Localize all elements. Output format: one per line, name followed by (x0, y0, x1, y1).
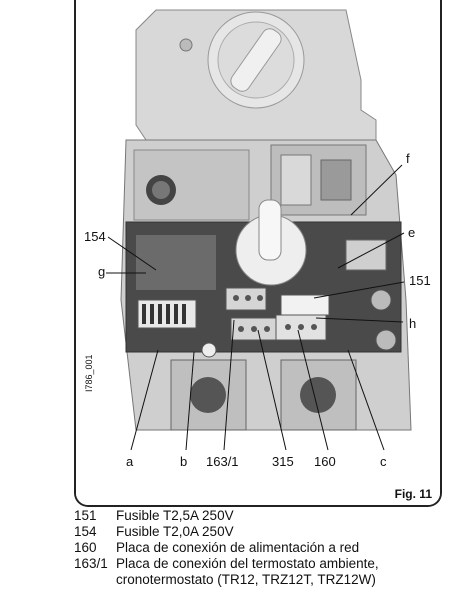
callout-b: b (180, 454, 188, 469)
legend-list: 151 Fusible T2,5A 250V 154 Fusible T2,0A… (74, 508, 464, 588)
legend-item: cronotermostato (TR12, TRZ12T, TRZ12W) (74, 572, 464, 588)
callout-e: e (408, 225, 416, 240)
legend-code: 163/1 (74, 556, 108, 571)
callout-151: 151 (409, 273, 431, 288)
callout-154: 154 (84, 229, 106, 244)
figure-code: I786_001 (84, 354, 94, 392)
legend-text: Fusible T2,5A 250V (116, 508, 234, 523)
legend-text: Fusible T2,0A 250V (116, 524, 234, 539)
legend-item: 163/1 Placa de conexión del termostato a… (74, 556, 464, 572)
legend-code (74, 572, 116, 588)
callout-g: g (98, 264, 106, 279)
legend-text: Placa de conexión del termostato ambient… (116, 556, 379, 571)
legend-code: 151 (74, 508, 97, 523)
callout-160: 160 (314, 454, 336, 469)
callout-c: c (380, 454, 387, 469)
legend-text: Placa de conexión de alimentación a red (116, 540, 360, 555)
legend-code: 160 (74, 540, 97, 555)
legend-code: 154 (74, 524, 97, 539)
control-box-photo (76, 0, 440, 505)
legend-item: 160 Placa de conexión de alimentación a … (74, 540, 464, 556)
legend-item: 154 Fusible T2,0A 250V (74, 524, 464, 540)
legend-item: 151 Fusible T2,5A 250V (74, 508, 464, 524)
legend-text: cronotermostato (TR12, TRZ12T, TRZ12W) (116, 572, 376, 587)
callout-a: a (126, 454, 134, 469)
callout-f: f (406, 151, 410, 166)
callout-163-1: 163/1 (206, 454, 239, 469)
callout-h: h (409, 316, 417, 331)
figure-label: Fig. 11 (394, 487, 432, 501)
figure-frame: f e 151 h 154 g a b 163/1 315 160 c I786… (74, 0, 442, 507)
callout-315: 315 (272, 454, 294, 469)
